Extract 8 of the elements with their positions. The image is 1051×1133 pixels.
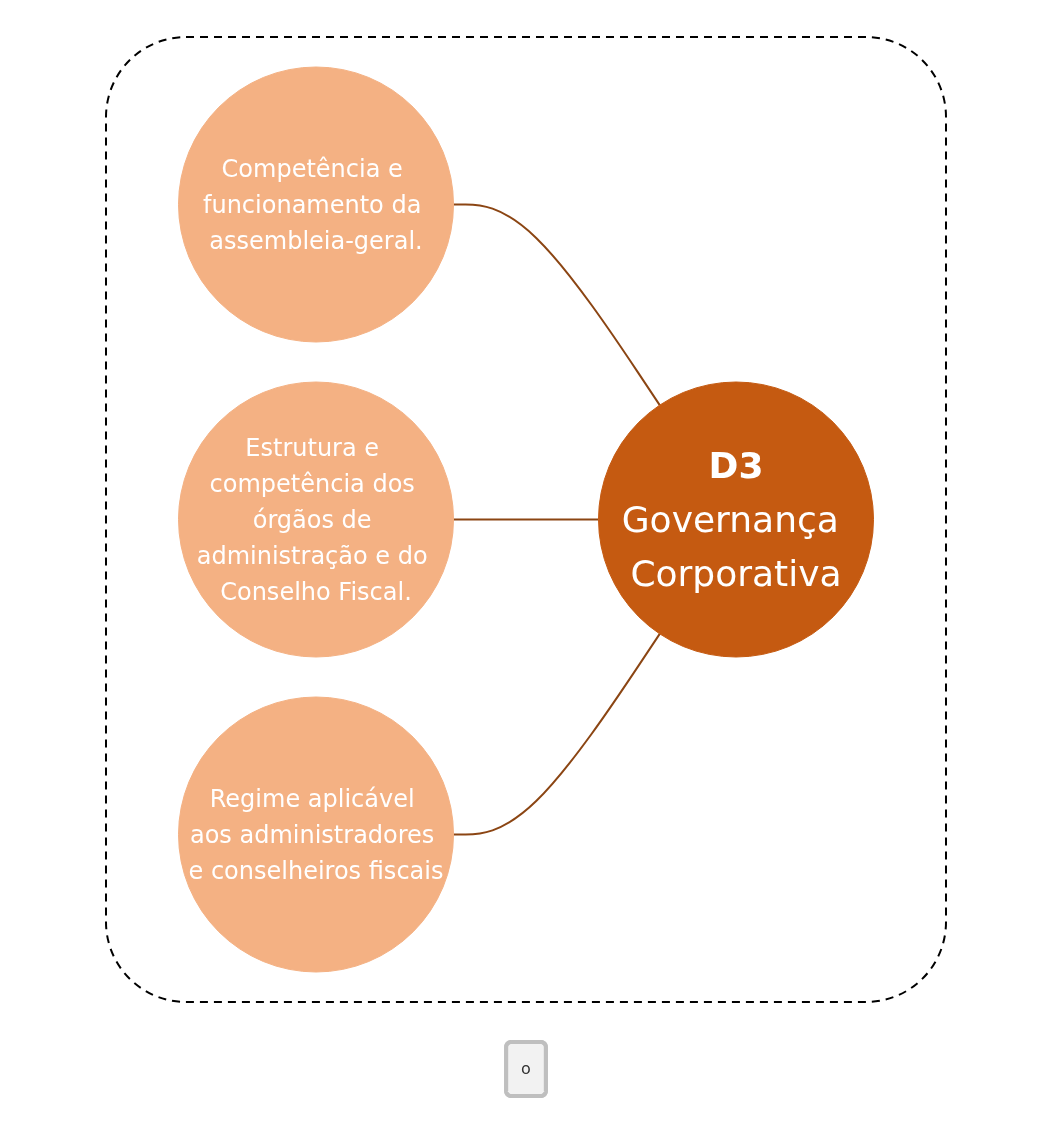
node-circle: Regime aplicável aos administradores e conselheiros fiscais bbox=[177, 696, 454, 973]
node-circle: Competência e funcionamento da assembleia-geral. bbox=[177, 66, 454, 343]
cluster bbox=[104, 36, 947, 1003]
node-circle: Estrutura e competência dos órgãos de administração e do Conselho Fiscal. bbox=[177, 381, 454, 658]
node-circle: D3 Governança Corporativa bbox=[597, 381, 874, 658]
connector bbox=[452, 632, 661, 836]
connector bbox=[452, 518, 599, 521]
connector bbox=[452, 203, 661, 407]
